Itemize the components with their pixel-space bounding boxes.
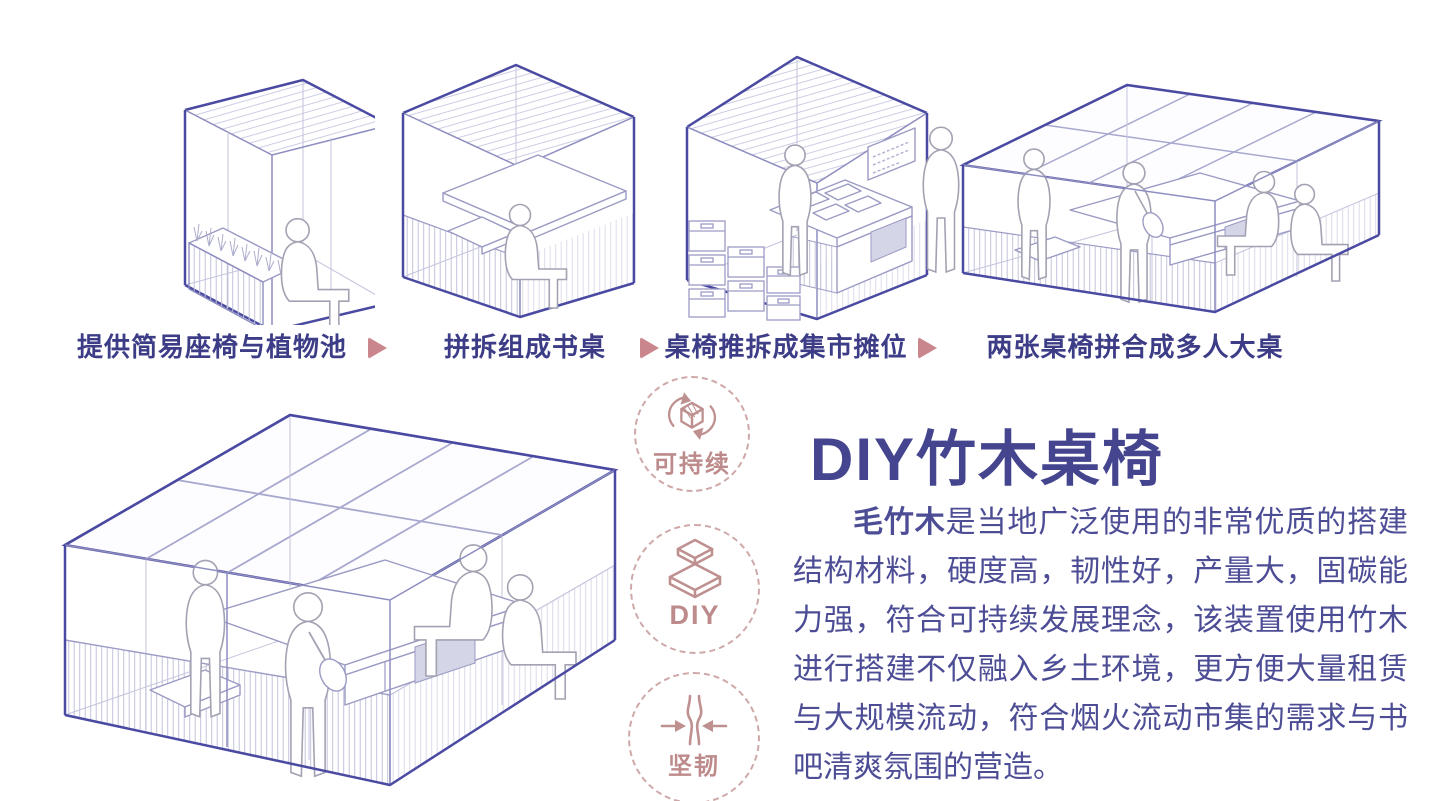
roof xyxy=(185,80,375,155)
step-caption-1: 提供简易座椅与植物池 xyxy=(76,332,347,362)
guitar-person xyxy=(1115,161,1164,304)
double-booth-big-table-sketch xyxy=(959,83,1383,314)
article-paragraph: 毛竹木是当地广泛使用的非常优质的搭建结构材料，硬度高，韧性好，产量大，固碳能力强… xyxy=(793,498,1408,792)
feature-label: 坚韧 xyxy=(668,753,720,780)
desk xyxy=(442,154,627,255)
seated-person xyxy=(280,217,351,325)
hero-figure-double-booth xyxy=(55,375,625,801)
feature-diy: DIY xyxy=(630,524,760,654)
article-text: 是当地广泛使用的非常优质的搭建结构材料，硬度高，韧性好，产量大，固碳能力强，符合… xyxy=(793,506,1409,784)
step-caption-3: 桌椅推拆成集市摊位 xyxy=(664,332,908,362)
plants xyxy=(193,223,287,276)
recycle-cube-icon xyxy=(667,392,717,441)
planter-box xyxy=(188,223,298,325)
guitar-person xyxy=(284,591,347,778)
step-arrow-icon xyxy=(368,337,387,359)
booth-with-planter-and-seat-sketch xyxy=(183,78,375,325)
step-caption-2: 拼拆组成书桌 xyxy=(443,332,606,362)
step-figure-planter-booth xyxy=(65,25,375,325)
market-stall-with-crates-sketch xyxy=(685,55,960,321)
roof xyxy=(403,65,634,167)
step-figure-double-booth xyxy=(955,55,1385,320)
step-arrow-icon xyxy=(918,337,937,359)
feature-label: DIY xyxy=(669,600,721,630)
sign-board xyxy=(867,127,916,181)
booth-with-desk-sketch xyxy=(401,63,636,319)
compress-arrows-icon xyxy=(660,694,728,746)
crates xyxy=(688,220,801,321)
step-figure-desk-booth xyxy=(388,45,648,325)
step-figure-market-stall xyxy=(675,35,965,325)
feature-sustainable: 可持续 xyxy=(634,376,750,492)
article-lead: 毛竹木 xyxy=(853,506,946,539)
feature-resilient: 坚韧 xyxy=(628,672,760,801)
page-title: DIY竹木桌椅 xyxy=(810,426,1165,494)
standing-person xyxy=(922,126,960,274)
step-arrow-icon xyxy=(640,337,659,359)
feature-label: 可持续 xyxy=(653,451,731,478)
double-booth-large-sketch xyxy=(61,413,619,787)
stacked-boards-icon xyxy=(668,538,722,599)
step-caption-4: 两张桌椅拼合成多人大桌 xyxy=(986,332,1284,362)
